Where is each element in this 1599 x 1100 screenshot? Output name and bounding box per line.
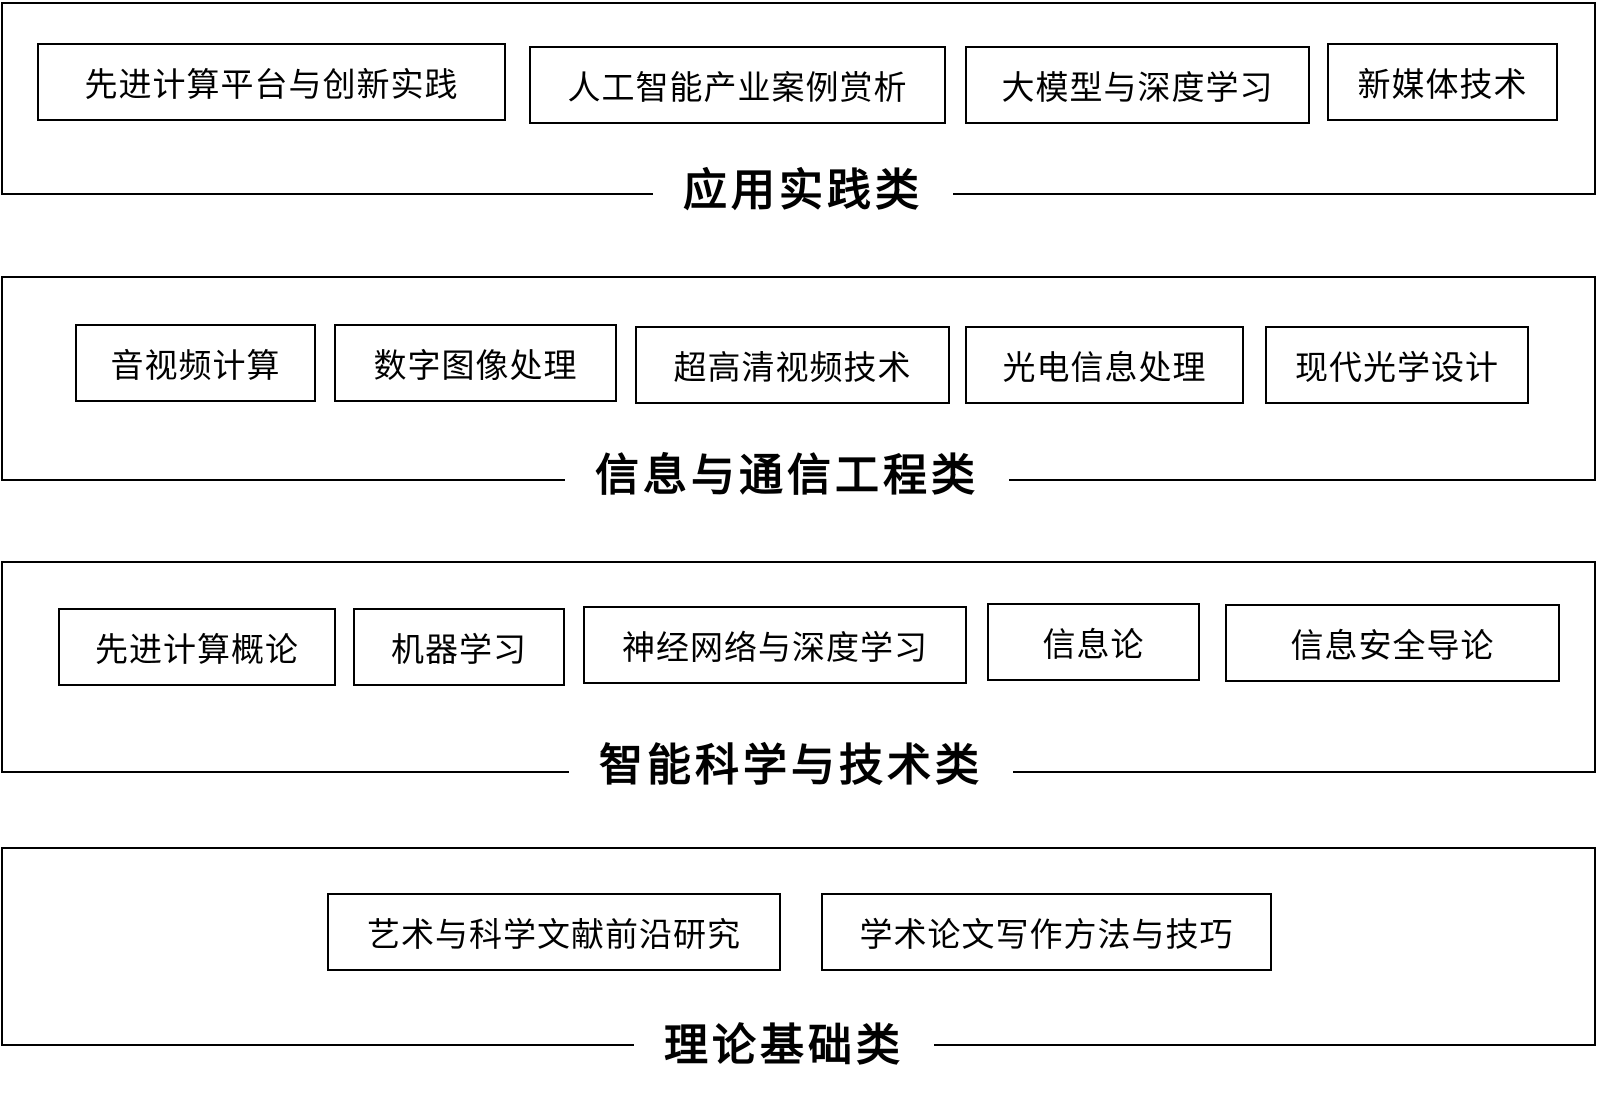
course-box: 现代光学设计	[1265, 326, 1529, 404]
layer-title: 理论基础类	[634, 1016, 934, 1076]
course-box: 学术论文写作方法与技巧	[821, 893, 1272, 971]
course-box: 光电信息处理	[965, 326, 1244, 404]
course-box: 信息论	[987, 603, 1200, 681]
course-box: 数字图像处理	[334, 324, 617, 402]
course-box: 艺术与科学文献前沿研究	[327, 893, 781, 971]
course-box: 神经网络与深度学习	[583, 606, 967, 684]
layer-info-communication: 音视频计算 数字图像处理 超高清视频技术 光电信息处理 现代光学设计 信息与通信…	[1, 276, 1596, 506]
layer-theory-foundation: 艺术与科学文献前沿研究 学术论文写作方法与技巧 理论基础类	[1, 847, 1596, 1076]
course-box: 人工智能产业案例赏析	[529, 46, 946, 124]
course-box: 新媒体技术	[1327, 43, 1558, 121]
course-box: 先进计算概论	[58, 608, 336, 686]
layer-title: 信息与通信工程类	[565, 446, 1009, 506]
course-box: 信息安全导论	[1225, 604, 1560, 682]
course-box: 音视频计算	[75, 324, 316, 402]
course-box: 大模型与深度学习	[965, 46, 1310, 124]
layer-application-practice: 先进计算平台与创新实践 人工智能产业案例赏析 大模型与深度学习 新媒体技术 应用…	[1, 2, 1596, 221]
course-box: 机器学习	[353, 608, 565, 686]
layer-title: 应用实践类	[653, 161, 953, 221]
layer-title: 智能科学与技术类	[569, 736, 1013, 796]
layer-intelligent-science: 先进计算概论 机器学习 神经网络与深度学习 信息论 信息安全导论 智能科学与技术…	[1, 561, 1596, 796]
course-box: 先进计算平台与创新实践	[37, 43, 506, 121]
course-box: 超高清视频技术	[635, 326, 950, 404]
